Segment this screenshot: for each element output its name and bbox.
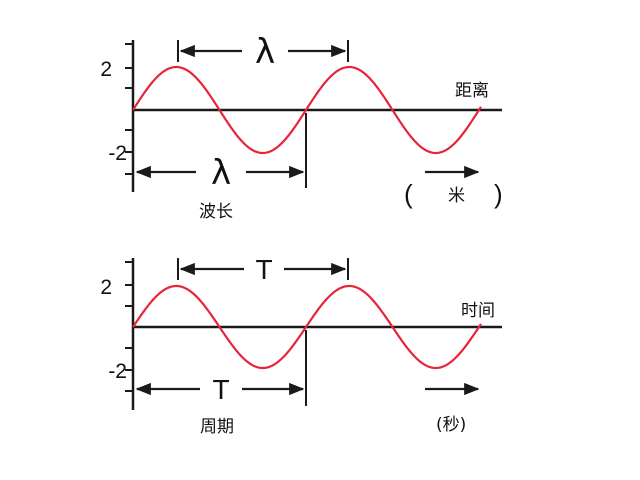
wavelength-label: 波长 [199, 202, 233, 222]
top-sine-wave [132, 65, 482, 155]
top-y-tick-label-pos: 2 [100, 58, 112, 81]
period-panel: 2 -2 T T 时间 周期 (秒) [100, 254, 502, 437]
bottom-sine-wave [132, 284, 482, 370]
unit-paren-close: ) [494, 179, 503, 209]
top-lambda-symbol: λ [255, 32, 275, 72]
time-axis-label: 时间 [461, 301, 495, 321]
unit-paren-open: ( [404, 179, 413, 209]
bottom-period-symbol: T [212, 374, 229, 405]
unit-meter: 米 [448, 186, 465, 206]
top-period-symbol: T [255, 254, 272, 285]
wavelength-panel: 2 -2 λ λ 距离 波长 ( 米 ) [100, 32, 502, 222]
period-label: 周期 [200, 417, 234, 437]
unit-second: (秒) [436, 415, 466, 435]
top-y-tick-label-neg: -2 [108, 142, 127, 165]
bottom-y-tick-label-neg: -2 [108, 360, 127, 383]
distance-axis-label: 距离 [455, 81, 489, 101]
bottom-y-tick-label-pos: 2 [100, 276, 112, 299]
bottom-lambda-symbol: λ [211, 153, 231, 193]
